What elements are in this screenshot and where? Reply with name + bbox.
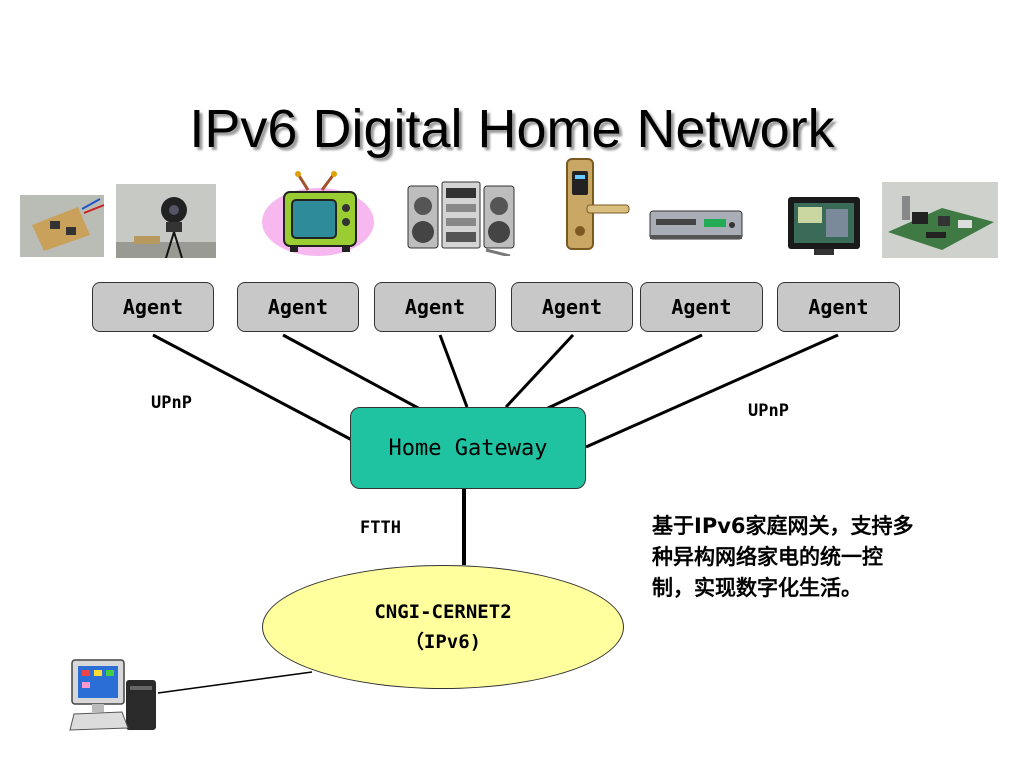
description-note: 基于IPv6家庭网关，支持多 种异构网络家电的统一控 制，实现数字化生活。	[652, 511, 970, 604]
lcd-monitor-photo	[788, 197, 860, 255]
link-agent-3	[438, 334, 469, 408]
stereo-system-icon	[407, 181, 515, 256]
upnp-label-right: UPnP	[748, 401, 789, 421]
note-line-2: 种异构网络家电的统一控	[652, 545, 883, 569]
desktop-computer-icon	[69, 659, 156, 731]
note-line-3: 制，实现数字化生活。	[652, 576, 862, 600]
network-protocol: （IPv6)	[404, 631, 482, 653]
slide-title: IPv6 Digital Home Network	[189, 99, 835, 159]
note-line-1: 基于IPv6家庭网关，支持多	[652, 514, 914, 538]
link-computer	[157, 671, 313, 694]
door-lock-photo	[566, 158, 630, 250]
dvd-player-icon	[649, 210, 743, 240]
circuit-board-photo	[882, 182, 998, 258]
link-agent-4	[504, 333, 575, 409]
upnp-label-left: UPnP	[151, 393, 192, 413]
webcam-photo	[116, 184, 216, 258]
link-agent-6	[585, 333, 839, 449]
network-name: CNGI-CERNET2	[374, 601, 512, 623]
agent-box-3: Agent	[374, 282, 496, 332]
television-icon	[262, 171, 374, 256]
link-agent-5	[545, 333, 703, 411]
link-agent-2	[282, 333, 421, 411]
link-agent-1	[152, 333, 353, 442]
agent-box-2: Agent	[237, 282, 359, 332]
cngi-cernet2-network: CNGI-CERNET2 （IPv6)	[262, 565, 624, 689]
home-gateway-box: Home Gateway	[350, 407, 586, 489]
agent-box-6: Agent	[777, 282, 900, 332]
sensor-board-photo	[20, 195, 104, 257]
agent-box-1: Agent	[92, 282, 214, 332]
agent-box-4: Agent	[511, 282, 633, 332]
agent-box-5: Agent	[640, 282, 763, 332]
ftth-label: FTTH	[360, 518, 401, 538]
